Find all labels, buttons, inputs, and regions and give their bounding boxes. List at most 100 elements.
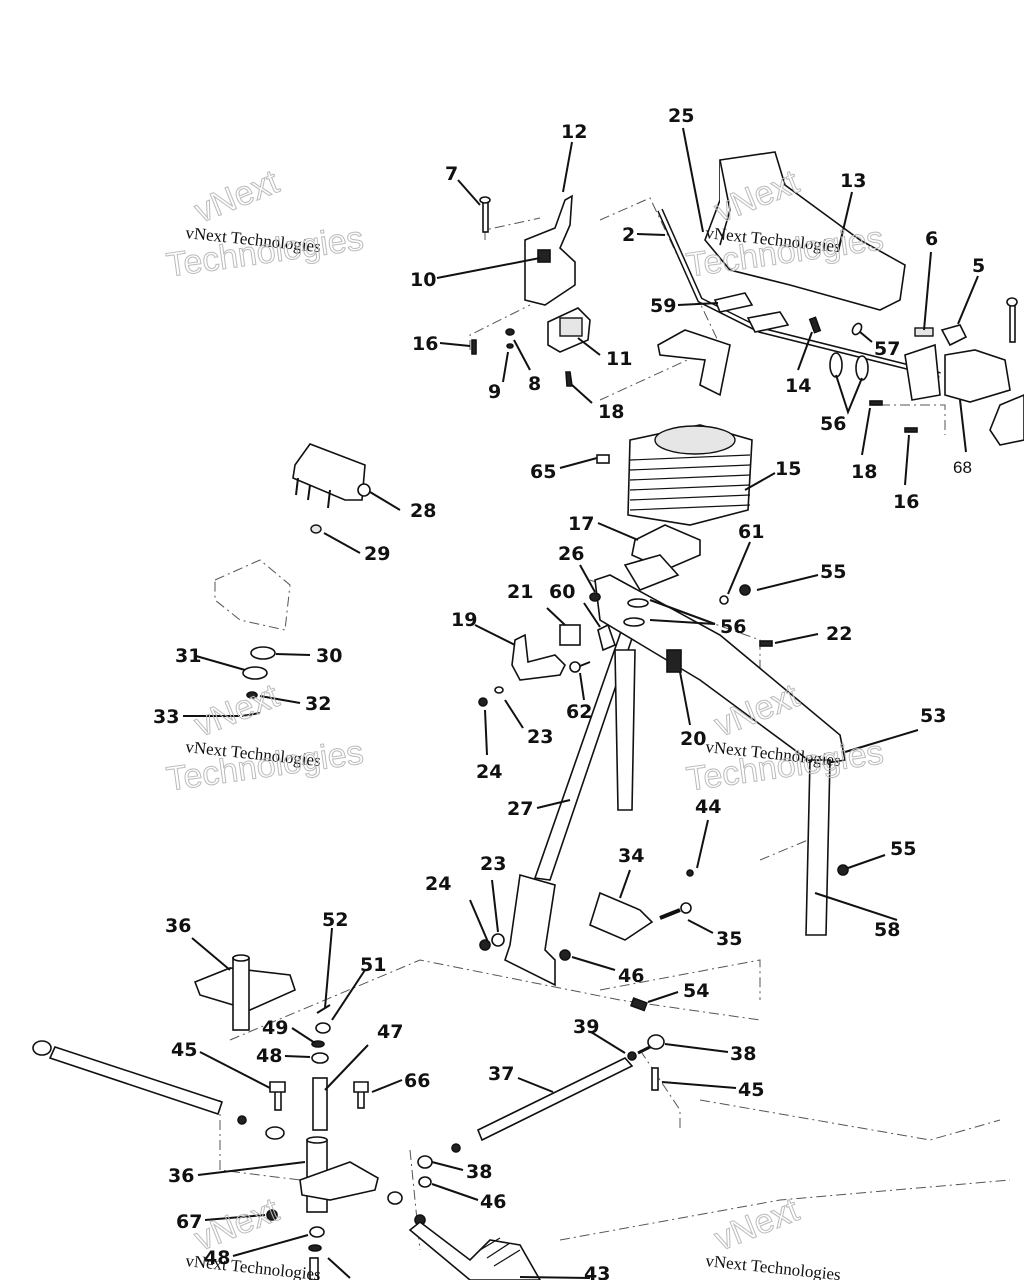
- callout-22: 22: [826, 623, 852, 645]
- part-59-bracket: [713, 292, 754, 313]
- callout-46: 46: [618, 965, 644, 987]
- callout-33: 33: [153, 706, 179, 728]
- callout-2: 2: [622, 224, 635, 246]
- callout-10: 10: [410, 269, 436, 291]
- part-65-clip: [596, 454, 610, 464]
- part-32-washer: [246, 691, 258, 699]
- watermark: vNext vNext Technologies Technologies: [164, 162, 367, 285]
- callout-55: 55: [820, 561, 846, 583]
- callout-5: 5: [972, 255, 985, 277]
- part-31-disc: [242, 666, 268, 680]
- svg-text:vNext Technologies: vNext Technologies: [705, 1251, 842, 1280]
- callout-35: 35: [716, 928, 742, 950]
- callout-16b: 16: [893, 491, 919, 513]
- callout-29: 29: [364, 543, 390, 565]
- svg-text:vNext Technologies: vNext Technologies: [185, 1251, 322, 1280]
- callout-31: 31: [175, 645, 201, 667]
- part-37-rod: [476, 1057, 634, 1142]
- callout-24b: 24: [425, 873, 451, 895]
- callout-45b: 45: [171, 1039, 197, 1061]
- svg-text:vNext: vNext: [189, 1191, 284, 1259]
- callout-38: 38: [730, 1043, 756, 1065]
- part-9-clip: [506, 343, 514, 349]
- callout-61: 61: [738, 521, 764, 543]
- callout-25: 25: [668, 105, 694, 127]
- callout-65: 65: [530, 461, 556, 483]
- part-5-cap: [940, 324, 968, 347]
- callout-15: 15: [775, 458, 801, 480]
- callout-8: 8: [528, 373, 541, 395]
- callout-56b: 56: [720, 616, 746, 638]
- callout-14: 14: [785, 375, 811, 397]
- callout-11: 11: [606, 348, 632, 370]
- callout-23b: 23: [480, 853, 506, 875]
- callout-36: 36: [165, 915, 191, 937]
- part-30-disc: [250, 646, 276, 660]
- part-28-box: [292, 443, 366, 501]
- callout-68: 68: [953, 458, 972, 477]
- svg-text:vNext: vNext: [709, 1191, 804, 1259]
- part-8-washer: [505, 328, 515, 336]
- callout-59: 59: [650, 295, 676, 317]
- callout-32: 32: [305, 693, 331, 715]
- part-60-bracket: [597, 623, 617, 652]
- callout-37: 37: [488, 1063, 514, 1085]
- callout-13: 13: [840, 170, 866, 192]
- callout-7: 7: [445, 163, 458, 185]
- callout-27: 27: [507, 798, 533, 820]
- callout-12: 12: [561, 121, 587, 143]
- callout-16: 16: [412, 333, 438, 355]
- part-57-ring: [851, 322, 863, 336]
- part-21-block: [559, 624, 581, 646]
- callout-43: 43: [584, 1263, 610, 1280]
- callout-48: 48: [256, 1045, 282, 1067]
- callout-67: 67: [176, 1211, 202, 1233]
- watermark: vNext vNext Technologies: [705, 1190, 842, 1280]
- callout-47: 47: [377, 1021, 403, 1043]
- part-pedal-arm: [504, 873, 556, 987]
- callout-26: 26: [558, 543, 584, 565]
- callout-28: 28: [410, 500, 436, 522]
- callout-labels: 12 7 10 16 9 8 11 18 2 25 13 59 14 57 6 …: [153, 105, 985, 1280]
- part-56-clamp: [829, 352, 843, 378]
- part-14-screw: [808, 316, 822, 334]
- callout-51: 51: [360, 954, 386, 976]
- callout-62: 62: [566, 701, 592, 723]
- callout-57: 57: [874, 338, 900, 360]
- callout-46b: 46: [480, 1191, 506, 1213]
- part-shapes: [32, 151, 1024, 1280]
- callout-20: 20: [680, 728, 706, 750]
- callout-54: 54: [683, 980, 709, 1002]
- callout-48b: 48: [204, 1247, 230, 1269]
- callout-23: 23: [527, 726, 553, 748]
- part-tie-rod: [48, 1046, 224, 1116]
- part-16-screw: [471, 339, 477, 355]
- callout-45: 45: [738, 1079, 764, 1101]
- callout-60: 60: [549, 581, 575, 603]
- callout-24: 24: [476, 761, 502, 783]
- part-10-block: [537, 249, 551, 263]
- svg-text:vNext: vNext: [189, 163, 284, 231]
- part-20-clip: [666, 649, 682, 673]
- part-7-pin: [479, 196, 491, 233]
- callout-18: 18: [598, 401, 624, 423]
- part-19-bracket: [511, 633, 566, 681]
- callout-6: 6: [925, 228, 938, 250]
- callout-44: 44: [695, 796, 721, 818]
- part-47-pin: [312, 1077, 328, 1131]
- callout-38b: 38: [466, 1161, 492, 1183]
- callout-39: 39: [573, 1016, 599, 1038]
- callout-58: 58: [874, 919, 900, 941]
- callout-49: 49: [262, 1017, 288, 1039]
- part-29-grommet: [310, 524, 322, 534]
- callout-55b: 55: [890, 838, 916, 860]
- svg-text:vNext: vNext: [189, 677, 284, 745]
- part-43-pedal: [408, 1220, 541, 1280]
- callout-21: 21: [507, 581, 533, 603]
- part-34-plate: [589, 891, 654, 941]
- callout-17: 17: [568, 513, 594, 535]
- part-33-pin: [241, 712, 261, 717]
- callout-56: 56: [820, 413, 846, 435]
- watermark: vNext vNext Technologies Technologies: [164, 676, 367, 799]
